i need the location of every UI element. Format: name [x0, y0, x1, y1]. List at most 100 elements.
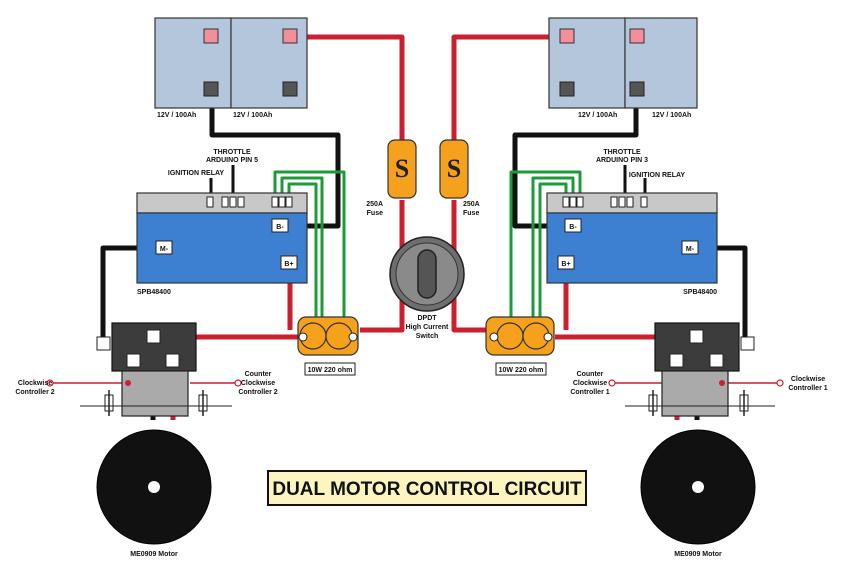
dpdt-switch: DPDT High Current Switch: [389, 236, 465, 340]
left-relay-terminal-b: [146, 329, 161, 344]
right-battery-a-pos-terminal: [559, 28, 575, 44]
left-motor: ME0909 Motor: [96, 429, 212, 558]
right-controller-model: SPB48400: [683, 289, 717, 296]
right-relay: [608, 322, 784, 417]
right-resistor: 10W 220 ohm: [485, 316, 555, 376]
right-relay-terminal-b: [689, 329, 704, 344]
left-ccw-label-3: Controller 2: [238, 389, 277, 396]
left-resistor-terminal-a: [298, 332, 308, 342]
fuse-symbol-icon: S: [395, 154, 409, 183]
right-cw-dot-icon: [719, 380, 725, 386]
left-relay-terminal-c: [126, 353, 141, 368]
left-cw-label-1: Clockwise: [18, 380, 52, 387]
right-battery-a-label: 12V / 100Ah: [578, 112, 617, 119]
left-battery-a-neg-terminal: [203, 81, 219, 97]
wire-left-signal-1: [273, 170, 346, 325]
right-cw-label-1: Clockwise: [791, 376, 825, 383]
right-battery-a-neg-terminal: [559, 81, 575, 97]
right-resistor-terminal-a: [489, 332, 499, 342]
right-ignition-label: IGNITION RELAY: [629, 172, 685, 179]
left-mminus-label: M-: [160, 246, 169, 253]
right-cw-end-dot-icon: [776, 379, 784, 387]
right-throttle-label-2: ARDUINO PIN 3: [596, 157, 648, 164]
right-relay-lower: [661, 370, 729, 417]
left-fuse: S 250A Fuse: [366, 139, 417, 217]
left-relay: [46, 322, 242, 417]
left-throttle-label-1: THROTTLE: [213, 149, 251, 156]
left-throttle-label-2: ARDUINO PIN 5: [206, 157, 258, 164]
left-battery-bank: 12V / 100Ah 12V / 100Ah: [154, 17, 308, 119]
wire-left-signal-3: [287, 182, 318, 325]
left-battery-a: [154, 17, 232, 109]
right-throttle-label-1: THROTTLE: [603, 149, 641, 156]
right-battery-bank: 12V / 100Ah 12V / 100Ah: [548, 17, 698, 119]
right-motor-shaft-icon: [692, 481, 704, 493]
left-ignition-label: IGNITION RELAY: [168, 170, 224, 177]
right-bminus-label: B-: [569, 224, 577, 231]
fuse-symbol-icon: S: [447, 154, 461, 183]
switch-knob-icon: [417, 249, 437, 299]
left-cw-label-2: Controller 2: [15, 389, 54, 396]
right-pin-2: [569, 196, 577, 208]
wire-left-fuse-to-switch: [360, 200, 405, 333]
left-battery-b-pos-terminal: [282, 28, 298, 44]
left-cw-end-dot-icon: [46, 379, 54, 387]
left-ccw-dot-icon: [234, 379, 242, 387]
right-pin-5: [618, 196, 626, 208]
left-ccw-label-2: Clockwise: [241, 380, 275, 387]
right-relay-terminal-a: [740, 336, 755, 351]
left-resistor-terminal-b: [348, 332, 358, 342]
right-fuse: S 250A Fuse: [439, 139, 480, 217]
left-motor-shaft-icon: [148, 481, 160, 493]
left-bminus-label: B-: [276, 224, 284, 231]
right-bplus-label: B+: [561, 261, 570, 268]
left-battery-a-label: 12V / 100Ah: [157, 112, 196, 119]
right-motor: ME0909 Motor: [640, 429, 756, 558]
right-pin-7: [640, 196, 648, 208]
wire-left-mminus: [100, 245, 150, 337]
right-resistor-terminal-b: [543, 332, 553, 342]
diagram-title: DUAL MOTOR CONTROL CIRCUIT: [272, 479, 582, 500]
right-mminus-label: M-: [686, 246, 695, 253]
wire-right-fuse-to-switch: [451, 200, 490, 333]
right-ccw-dot-icon: [608, 379, 616, 387]
left-relay-terminal-a: [96, 336, 111, 351]
right-pin-6: [626, 196, 634, 208]
right-ccw-label-2: Clockwise: [573, 380, 607, 387]
wire-right-signal-3: [538, 182, 568, 325]
right-relay-terminal-c: [669, 353, 684, 368]
right-battery-b-pos-terminal: [629, 28, 645, 44]
left-battery-a-pos-terminal: [203, 28, 219, 44]
left-pin-5: [271, 196, 279, 208]
switch-label-1: DPDT: [417, 315, 437, 322]
left-bminus-terminal: [271, 218, 289, 233]
wire-right-signal-2: [531, 176, 575, 325]
switch-label-3: Switch: [416, 333, 439, 340]
left-pin-4: [237, 196, 245, 208]
right-bplus-terminal: [557, 255, 575, 270]
left-relay-lower: [121, 370, 189, 417]
right-pin-1: [562, 196, 570, 208]
left-battery-b-neg-terminal: [282, 81, 298, 97]
left-pin-2: [221, 196, 229, 208]
left-controller-model: SPB48400: [137, 289, 171, 296]
right-fuse-label-2: Fuse: [463, 210, 479, 217]
left-resistor-label: 10W 220 ohm: [308, 367, 353, 374]
left-cw-dot-icon: [125, 380, 131, 386]
right-motor-label: ME0909 Motor: [674, 551, 722, 558]
title-box: DUAL MOTOR CONTROL CIRCUIT: [267, 470, 587, 506]
left-pin-3: [229, 196, 237, 208]
wire-left-signal-2: [280, 176, 324, 325]
right-relay-terminal-d: [709, 353, 724, 368]
right-battery-b-neg-terminal: [629, 81, 645, 97]
wire-right-signal-1: [509, 170, 582, 325]
left-relay-terminal-d: [165, 353, 180, 368]
left-ccw-label-1: Counter: [245, 371, 272, 378]
right-ccw-label-1: Counter: [577, 371, 604, 378]
right-bminus-terminal: [564, 218, 582, 233]
left-bplus-label: B+: [284, 261, 293, 268]
wire-right-battery-to-fuse: [451, 34, 568, 140]
right-controller: THROTTLE ARDUINO PIN 3 IGNITION RELAY B-…: [546, 149, 718, 296]
left-controller: THROTTLE ARDUINO PIN 5 IGNITION RELAY B-…: [136, 149, 308, 296]
